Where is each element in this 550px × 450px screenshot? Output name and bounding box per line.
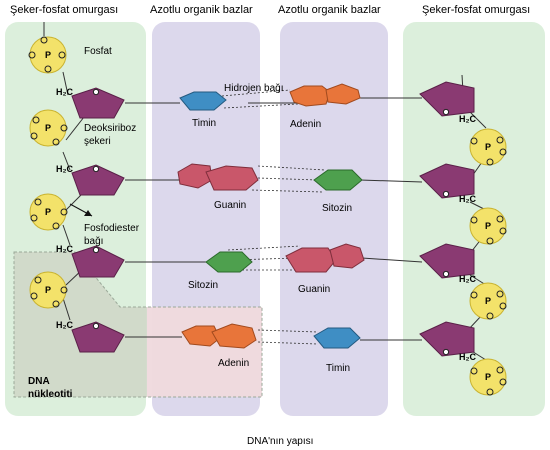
base-timin-1 xyxy=(179,91,227,111)
nucleotide-base-highlight xyxy=(147,307,262,397)
phosphate-annotation: Fosfat xyxy=(84,46,112,57)
left-sugar-2 xyxy=(71,164,125,196)
header-right-backbone: Şeker-fosfat omurgası xyxy=(422,4,530,16)
phosphodiester-annotation-line2: bağı xyxy=(84,236,103,247)
header-right-bases: Azotlu organik bazlar xyxy=(278,4,381,16)
deoxyribose-annotation-line2: şekeri xyxy=(84,136,111,147)
base-adenin-1 xyxy=(289,83,361,107)
phosphorus-label: P xyxy=(45,123,51,133)
phosphodiester-annotation-line1: Fosfodiester xyxy=(84,223,140,234)
h2c-label: H₂C xyxy=(56,320,73,330)
base-label-right-2: Sitozin xyxy=(322,203,352,214)
phosphorus-label: P xyxy=(485,296,491,306)
right-phosphate-3: P xyxy=(469,282,507,320)
h2c-label: H₂C xyxy=(459,352,476,362)
base-timin-4 xyxy=(313,327,361,349)
right-phosphate-2: P xyxy=(469,207,507,245)
base-label-right-3: Guanin xyxy=(298,284,330,295)
h2c-label: H₂C xyxy=(56,244,73,254)
nucleotide-annotation-line2: nükleotiti xyxy=(28,389,73,400)
right-sugar-1 xyxy=(419,81,475,117)
hydrogen-bonds xyxy=(221,89,326,345)
header-left-backbone: Şeker-fosfat omurgası xyxy=(10,4,118,16)
phosphorus-label: P xyxy=(485,142,491,152)
base-label-left-2: Guanin xyxy=(214,200,246,211)
right-phosphate-1: P xyxy=(469,128,507,166)
base-adenin-4 xyxy=(181,323,257,349)
h2c-label: H₂C xyxy=(56,87,73,97)
h2c-label: H₂C xyxy=(459,114,476,124)
right-phosphate-4: P xyxy=(469,358,507,396)
left-sugar-4 xyxy=(71,321,125,353)
base-label-left-4: Adenin xyxy=(218,358,249,369)
right-sugar-4 xyxy=(419,321,475,357)
left-phosphate-4: P xyxy=(29,271,68,309)
base-label-right-4: Timin xyxy=(326,363,350,374)
base-sitozin-2 xyxy=(313,169,363,191)
left-phosphate-2: P xyxy=(29,109,68,147)
left-sugar-3 xyxy=(71,245,125,278)
base-sitozin-3 xyxy=(205,251,253,273)
base-guanin-2 xyxy=(177,163,259,191)
hydrogen-bond-annotation: Hidrojen bağı xyxy=(224,83,283,94)
left-sugars xyxy=(71,87,125,353)
phosphorus-label: P xyxy=(485,221,491,231)
h2c-label: H₂C xyxy=(459,194,476,204)
phosphorus-label: P xyxy=(45,207,51,217)
left-phosphate-1: P xyxy=(28,36,67,74)
base-guanin-3 xyxy=(285,243,365,273)
right-sugar-oxygens xyxy=(442,108,450,356)
base-label-left-1: Timin xyxy=(192,118,216,129)
phosphorus-label: P xyxy=(45,285,51,295)
deoxyribose-annotation-line1: Deoksiriboz xyxy=(84,123,136,134)
phosphorus-label: P xyxy=(45,50,51,60)
right-sugar-2 xyxy=(419,163,475,199)
right-bases-panel xyxy=(280,22,388,416)
h2c-label: H₂C xyxy=(56,164,73,174)
left-phosphate-3: P xyxy=(29,193,68,231)
phosphodiester-arrow-icon xyxy=(69,203,93,217)
nucleotide-annotation-line1: DNA xyxy=(28,376,50,387)
h2c-label: H₂C xyxy=(459,274,476,284)
right-sugar-3 xyxy=(419,243,475,279)
header-left-bases: Azotlu organik bazlar xyxy=(150,4,253,16)
figure-caption: DNA'nın yapısı xyxy=(247,436,313,447)
base-label-left-3: Sitozin xyxy=(188,280,218,291)
nucleotide-outline xyxy=(13,251,263,398)
left-sugar-oxygens xyxy=(92,88,100,330)
right-sugars xyxy=(419,81,475,357)
phosphorus-label: P xyxy=(485,372,491,382)
base-label-right-1: Adenin xyxy=(290,119,321,130)
left-sugar-1 xyxy=(71,87,125,119)
